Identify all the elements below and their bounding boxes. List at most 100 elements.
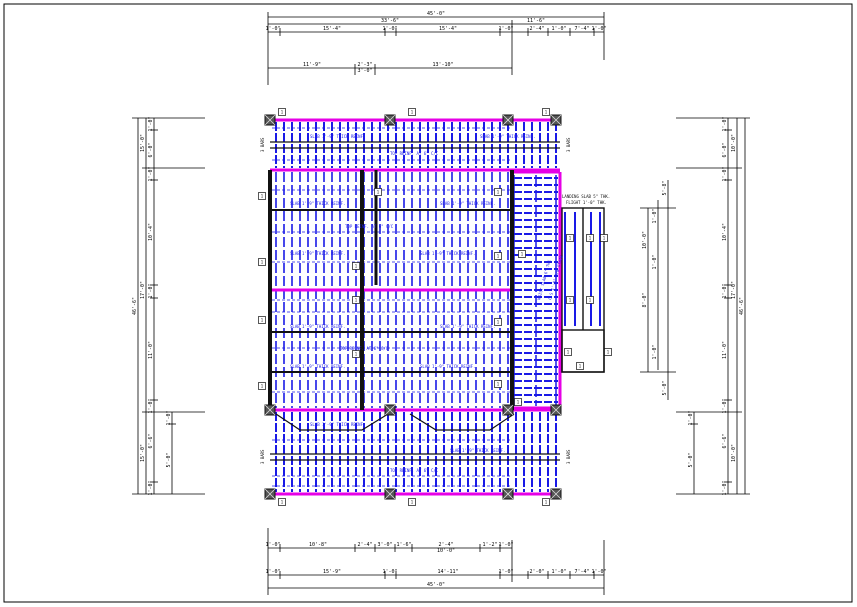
top-row3-label-7: 1'-0" — [551, 26, 566, 32]
right-inner-label-6: 11'-0" — [722, 341, 728, 359]
stair-dimension-labels: 5'-8" 1'-0" 10'-0" 1'-0" 8'-0" 1'-0" 5'-… — [642, 180, 668, 395]
reference-tag: 1 — [494, 380, 502, 388]
reference-tag-label: 1 — [569, 236, 572, 241]
left-inner-label-1: 1'-0" — [148, 116, 154, 131]
top-dimensions — [267, 12, 605, 85]
reference-tag-label: 1 — [355, 298, 358, 303]
reference-tag-box — [352, 296, 360, 304]
top-dimension-labels: 45'-0" 33'-6" 11'-6" 1'-0" 15'-4" 1'-0" … — [265, 11, 606, 74]
bottom-row2-label-9: 1'-0" — [591, 569, 606, 575]
note-side-top-right: 3 BARS — [566, 137, 571, 152]
reference-tag: 1 — [576, 362, 584, 370]
reference-tag-box — [566, 234, 574, 242]
reference-tag-label: 1 — [377, 190, 380, 195]
reference-tag-label: 1 — [589, 236, 592, 241]
bottom-row1-label-2: 10'-8" — [309, 542, 327, 548]
reference-tag-box — [258, 258, 266, 266]
note-beam-top: TOP REINF. AT 6" C/C — [390, 151, 439, 156]
left-inner-label-9: 1'-0" — [148, 480, 154, 495]
right-mid-label-3: 10'-0" — [731, 444, 737, 462]
reference-tag-box — [576, 362, 584, 370]
reference-tag-box — [542, 498, 550, 506]
stair-dimensions — [640, 180, 676, 400]
left-side-label-2: 5'-0" — [166, 452, 172, 467]
note-slab-bottom-1: SLAB 1'-9" THICK REINF. — [310, 422, 365, 427]
right-mid-label-1: 10'-0" — [731, 134, 737, 152]
bottom-row2-label-1: 1'-0" — [265, 569, 280, 575]
column-hatch — [264, 488, 276, 500]
reference-tag-label: 1 — [411, 500, 414, 505]
reference-tag-label: 1 — [281, 110, 284, 115]
right-inner-label-7: 1'-0" — [722, 398, 728, 413]
reference-tag-box — [258, 382, 266, 390]
bottom-row2-label-6: 2'-0" — [529, 569, 544, 575]
top-row2-label-2: 11'-6" — [527, 18, 545, 24]
reference-tag-box — [494, 252, 502, 260]
left-mid-label-2: 17'-0" — [140, 281, 146, 299]
stair-landing — [561, 329, 605, 373]
right-inner-label-3: 1'-0" — [722, 166, 728, 181]
top-row3-label-2: 15'-4" — [323, 26, 341, 32]
reference-tag: 1 — [258, 192, 266, 200]
reference-tag-label: 1 — [261, 384, 264, 389]
reference-tag: 1 — [278, 108, 286, 116]
right-inner-label-4: 10'-4" — [722, 223, 728, 241]
reference-tag: 1 — [258, 316, 266, 324]
reference-tag-label: 1 — [579, 364, 582, 369]
reference-tag-box — [518, 250, 526, 258]
column-hatch — [384, 114, 396, 126]
top-row3-label-6: 2'-4" — [529, 26, 544, 32]
reference-tag-label: 1 — [497, 382, 500, 387]
reference-tag-label: 1 — [261, 318, 264, 323]
reference-tag-box — [278, 498, 286, 506]
reference-tag-label: 1 — [261, 260, 264, 265]
reference-tag-box — [586, 234, 594, 242]
right-dimensions — [676, 117, 750, 495]
top-row2-label-1: 33'-6" — [381, 18, 399, 24]
stair-core — [561, 207, 605, 373]
reference-tag-box — [258, 192, 266, 200]
columns — [264, 114, 562, 500]
left-side-label-1: 1'-0" — [166, 410, 172, 425]
left-inner-label-3: 1'-0" — [148, 166, 154, 181]
note-slab-8: SLAB 1'-9" THICK REINF. — [420, 364, 475, 369]
reference-tag-label: 1 — [567, 350, 570, 355]
reference-tag: 1 — [604, 348, 612, 356]
reference-tag-box — [408, 108, 416, 116]
stair-dim-label-4: 1'-0" — [652, 254, 658, 269]
reference-tag: 1 — [408, 498, 416, 506]
reference-tag-label: 1 — [355, 264, 358, 269]
top-row3-label-8: 7'-4" — [574, 26, 589, 32]
reference-tag-label: 1 — [521, 252, 524, 257]
reference-tag-label: 1 — [569, 298, 572, 303]
reference-tag: 1 — [352, 262, 360, 270]
reference-tag: 1 — [494, 252, 502, 260]
top-row3-label-3: 1'-0" — [382, 26, 397, 32]
bottom-row2-label-4: 14'-11" — [437, 569, 458, 575]
chamfer-beam-right — [409, 413, 515, 431]
stair-dim-label-2: 1'-0" — [652, 208, 658, 223]
reference-tag: 1 — [258, 258, 266, 266]
column-hatch — [502, 114, 514, 126]
reference-tag: 1 — [352, 350, 360, 358]
note-slab-4: SLAB 1'-9" THICK REINF. — [420, 251, 475, 256]
bottom-row1-label-7: 10'-0" — [437, 548, 455, 554]
column-hatch — [264, 114, 276, 126]
reference-tag-box — [494, 318, 502, 326]
reference-tag-label: 1 — [497, 254, 500, 259]
walls — [268, 141, 560, 461]
top-row3-label-9: 1'-0" — [591, 26, 606, 32]
bottom-row1-label-3: 2'-4" — [357, 542, 372, 548]
reference-tag: 1 — [518, 250, 526, 258]
right-side-label-2: 5'-0" — [688, 452, 694, 467]
right-dimension-labels: 46'-6" 10'-0" 17'-0" 10'-0" 1'-0" 6'-0" … — [688, 116, 745, 495]
top-row4-label-3: 3'-0" — [357, 68, 372, 74]
reference-tag-label: 1 — [355, 352, 358, 357]
chamfer-beam-left — [275, 413, 389, 431]
column-hatch — [550, 404, 562, 416]
right-inner-label-5: 1'-0" — [722, 283, 728, 298]
reference-tag-label: 1 — [607, 350, 610, 355]
note-slab-bottom-2: SLAB 1'-9" THICK REINF. — [450, 448, 505, 453]
reference-tag: 1 — [494, 188, 502, 196]
